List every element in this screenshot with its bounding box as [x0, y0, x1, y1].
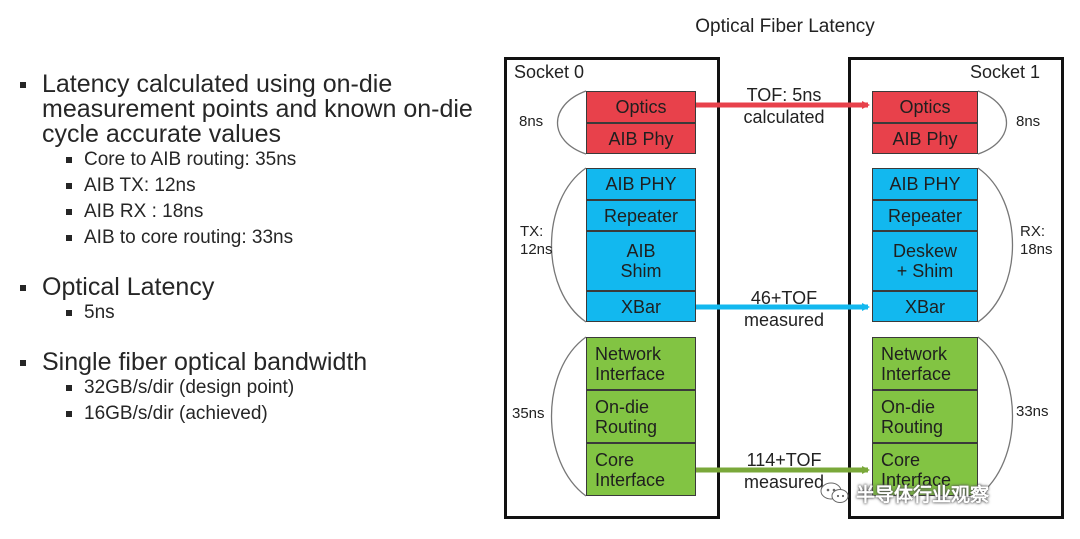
s1-rx-latency: RX: 18ns — [1020, 223, 1053, 258]
s1-deskew-shim: Deskew + Shim — [872, 231, 978, 291]
bracket-tx-s0 — [551, 167, 587, 323]
sub-bullet: 5ns — [18, 300, 488, 326]
s1-routing-latency: 33ns — [1016, 403, 1049, 420]
s1-optics: Optics — [872, 91, 978, 123]
s1-core-interface: Core Interface — [872, 443, 978, 496]
s0-aib-shim: AIB Shim — [586, 231, 696, 291]
s1-optics-latency: 8ns — [1016, 113, 1041, 130]
diagram-title: Optical Fiber Latency — [695, 16, 875, 37]
s1-aib-phy-upper: AIB PHY — [872, 168, 978, 200]
watermark-text: 半导体行业观察 — [856, 484, 990, 506]
arrow-optics-label: TOF: 5ns calculated — [743, 85, 825, 127]
bracket-optics-s0 — [557, 90, 587, 155]
s0-xbar: XBar — [586, 291, 696, 322]
bullet-latency: Latency calculated using on-die measurem… — [18, 72, 488, 147]
bracket-rx-s1 — [977, 167, 1013, 323]
socket-1-label: Socket 1 — [970, 62, 1041, 82]
socket-0-frame — [504, 57, 720, 519]
sub-bullet: Core to AIB routing: 35ns — [18, 147, 488, 173]
arrow-core-interface-label: 114+TOF measured — [743, 450, 825, 492]
s0-repeater: Repeater — [586, 200, 696, 231]
sub-bullet: 16GB/s/dir (achieved) — [18, 401, 488, 427]
s0-aib-phy: AIB Phy — [586, 123, 696, 154]
arrow-xbar-label: 46+TOF measured — [743, 288, 825, 330]
s0-aib-phy-upper: AIB PHY — [586, 168, 696, 200]
bracket-routing-s0 — [551, 336, 587, 497]
s0-routing-latency: 35ns — [512, 405, 545, 422]
sub-bullet: AIB to core routing: 33ns — [18, 225, 488, 251]
s0-core-interface: Core Interface — [586, 443, 696, 496]
bullet-optical-latency: Optical Latency — [18, 275, 488, 300]
s0-tx-latency: TX: 12ns — [520, 223, 553, 258]
s1-xbar: XBar — [872, 291, 978, 322]
socket-0-label: Socket 0 — [514, 62, 585, 82]
s1-on-die-routing: On-die Routing — [872, 390, 978, 443]
s0-optics-latency: 8ns — [519, 113, 544, 130]
bullet-list: Latency calculated using on-die measurem… — [18, 72, 488, 427]
sub-bullet: AIB RX : 18ns — [18, 199, 488, 225]
wechat-icon — [820, 482, 849, 503]
watermark: 半导体行业观察 — [820, 478, 989, 508]
bracket-routing-s1 — [977, 336, 1013, 497]
s1-repeater: Repeater — [872, 200, 978, 231]
sub-bullet: 32GB/s/dir (design point) — [18, 375, 488, 401]
socket-1-frame — [848, 57, 1064, 519]
s0-network-interface: Network Interface — [586, 337, 696, 390]
bracket-optics-s1 — [977, 90, 1007, 155]
s0-on-die-routing: On-die Routing — [586, 390, 696, 443]
s1-network-interface: Network Interface — [872, 337, 978, 390]
s1-aib-phy: AIB Phy — [872, 123, 978, 154]
s0-optics: Optics — [586, 91, 696, 123]
bullet-bandwidth: Single fiber optical bandwidth — [18, 350, 488, 375]
sub-bullet: AIB TX: 12ns — [18, 173, 488, 199]
